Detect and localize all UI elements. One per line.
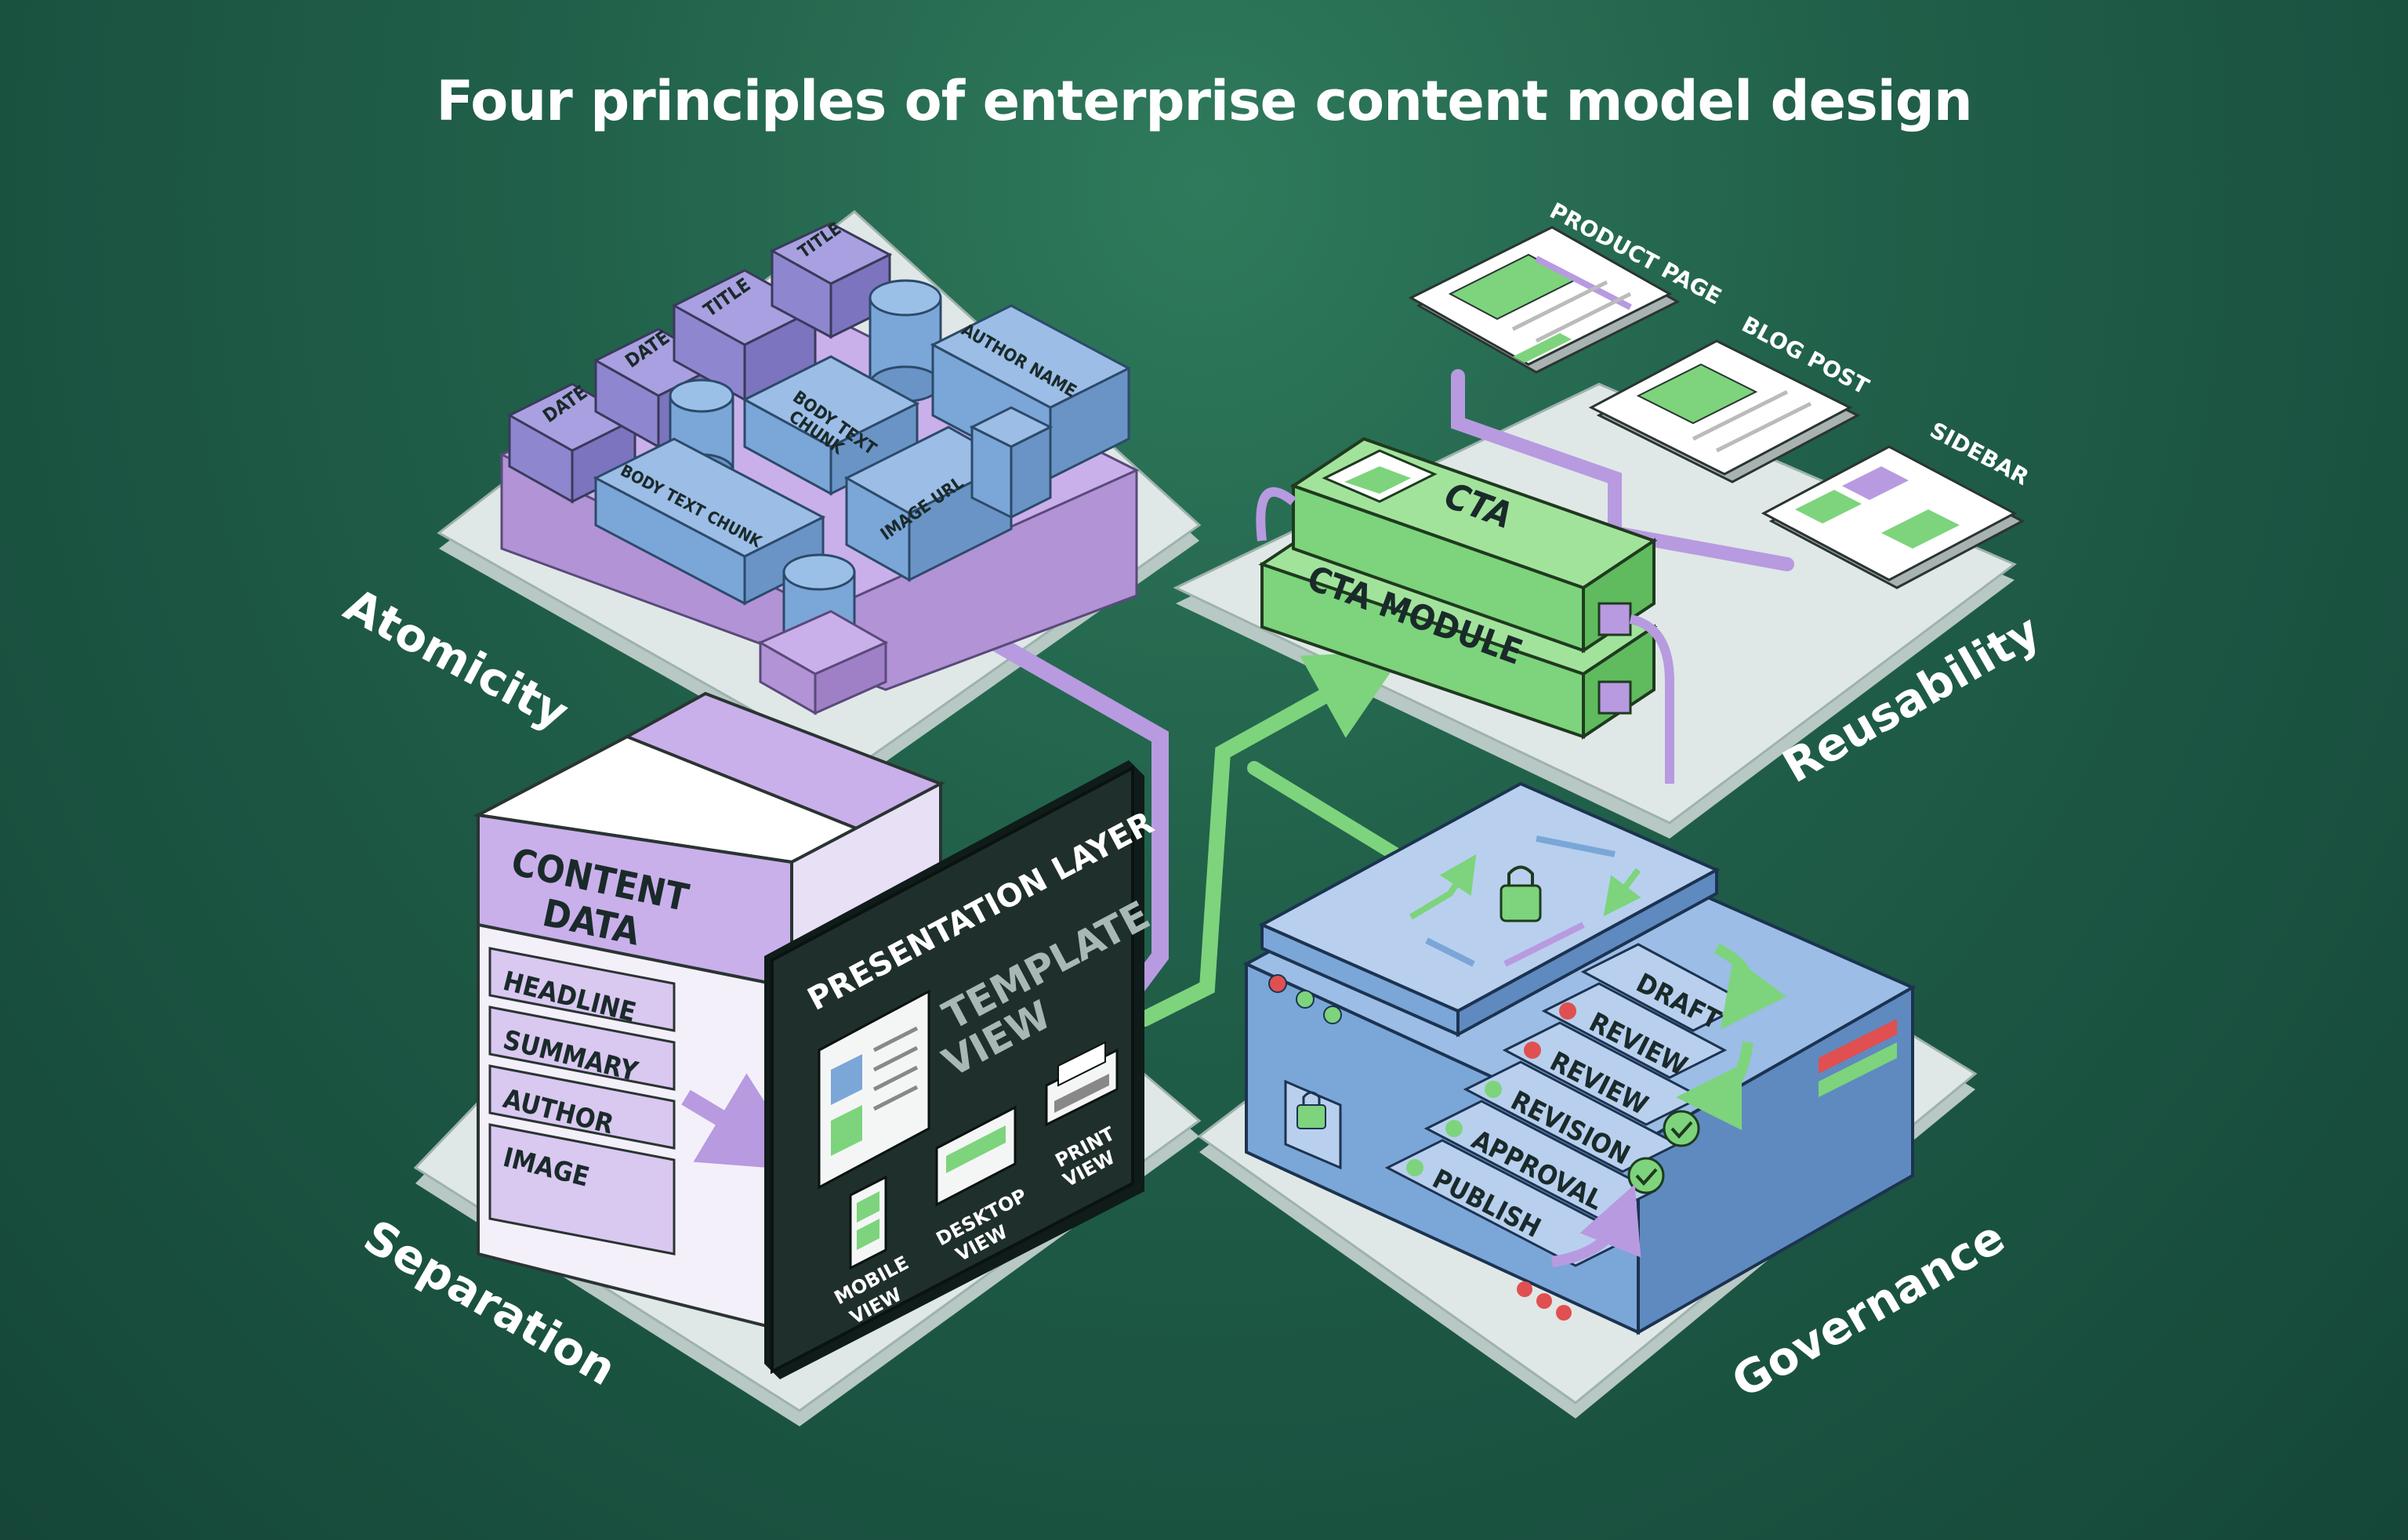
- cylinder-1: [869, 279, 942, 403]
- block-small-blue: [969, 406, 1054, 520]
- workflow-steps: [1384, 943, 1786, 1267]
- connector-separation-to-reusability: [1137, 650, 1405, 1027]
- mobile-view-icon: [849, 1175, 887, 1270]
- padlock-icon: [1284, 1079, 1342, 1170]
- step-dot: [1485, 1081, 1502, 1098]
- presentation-layer-panel: [764, 760, 1144, 1379]
- page-card-product: [1408, 226, 1681, 374]
- block-author-name: AUTHOR NAME: [930, 304, 1132, 480]
- page-title: Four principles of enterprise content mo…: [436, 69, 1972, 133]
- printer-icon: [1045, 1041, 1119, 1127]
- template-view-icon: [818, 989, 930, 1190]
- status-light: [1268, 974, 1287, 993]
- connector-atomicity-to-separation: [987, 634, 1169, 996]
- block-body-text-chunk-top: BODY TEXT CHUNK: [742, 355, 920, 496]
- block-small-purple: [757, 610, 889, 716]
- step-dot: [1406, 1159, 1423, 1176]
- step-review-1: [1541, 982, 1728, 1079]
- desktop-view-icon: [935, 1105, 1017, 1207]
- status-light: [1536, 1293, 1552, 1309]
- check-icon: [1627, 1157, 1665, 1194]
- step-dot: [1524, 1042, 1541, 1059]
- page-card-blog: [1588, 339, 1861, 484]
- status-light: [1296, 990, 1315, 1009]
- connector-pages-to-cta: [1451, 369, 1794, 571]
- step-dot: [1445, 1120, 1463, 1137]
- connector-cta-to-governance: [1247, 761, 1402, 861]
- block-body-text-chunk: BODY TEXT CHUNK: [593, 437, 826, 606]
- image-icon: [1322, 449, 1438, 503]
- arrow-content-to-presentation: [681, 1073, 809, 1171]
- cta-module: [1256, 437, 1674, 784]
- plug-icon: [1597, 602, 1632, 636]
- content-fields: HEADLINE SUMMARY AUTHOR IMAGE: [488, 947, 676, 1256]
- field-image: [488, 1123, 676, 1256]
- check-icon: [1663, 1110, 1700, 1147]
- status-light: [1556, 1305, 1572, 1321]
- lock-icon: [1500, 865, 1542, 922]
- field-author: [488, 1064, 676, 1150]
- field-summary: [488, 1006, 676, 1091]
- status-light: [1323, 1006, 1342, 1024]
- field-headline: [488, 947, 676, 1032]
- step-dot: [1559, 1002, 1576, 1020]
- status-light: [1517, 1281, 1532, 1297]
- page-card-sidebar: [1761, 445, 2025, 589]
- plug-icon-2: [1597, 680, 1632, 715]
